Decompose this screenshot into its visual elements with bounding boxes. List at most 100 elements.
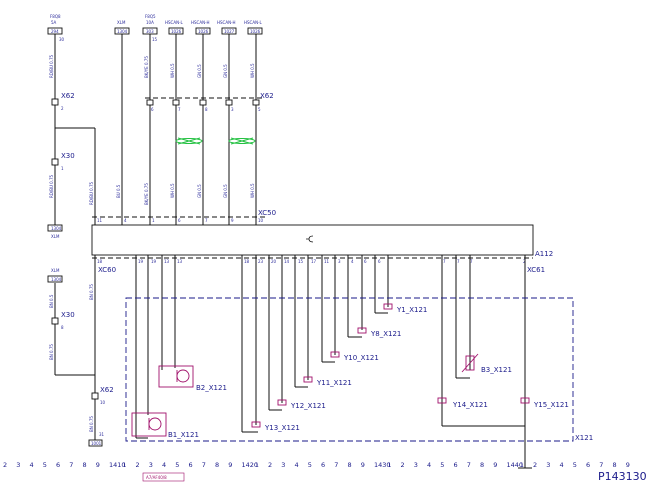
pin-label: 8 [205,107,208,112]
module-label: XLM [51,268,60,273]
ruler-label: 3 [16,461,20,469]
twisted-pair-can-2 [228,138,256,144]
y8-label: Y8_X121 [370,330,401,338]
pin-label: 3 [231,107,234,112]
pin-label: 6 [378,259,381,264]
actuator-y10[interactable]: Y10_X121 [330,351,379,362]
pin-label: 14 [284,259,290,264]
ground-module-label: XLM [51,234,60,239]
pin-label: 20 [271,259,277,264]
pin-label: 5 [258,107,261,112]
connector-box-label: 1027 [224,29,235,34]
drawing-id: P143130 [598,470,647,483]
ruler-label: 8 [348,461,352,469]
wire-code: WH 0.5 [170,183,175,198]
ref-code-frame [142,472,185,482]
left-top-connectors: X62 2 X30 1 1304 XLM [47,92,75,239]
x30-pin [51,317,59,325]
x30-bottom-label: X30 [61,311,75,319]
y14-label: Y14_X121 [452,401,488,409]
twisted-pair-markers [175,137,256,145]
pin-label: 6 [364,259,367,264]
connector-box [247,27,263,35]
connector-box-label: 1304 [51,277,62,282]
ruler-label: 2 [136,461,140,469]
connector-box-label: 1304 [117,29,128,34]
sensor-b2[interactable]: B2_X121 [158,365,227,392]
pin-label: 7 [457,259,460,264]
top-connector-4: HSCAN-L 1026 [165,20,184,35]
sensor-b2-frame [158,365,194,388]
b2-label: B2_X121 [196,384,227,392]
pin-label: 1 [152,218,155,223]
y13-label: Y13_X121 [264,424,300,432]
x62-bottom-label: X62 [100,386,114,394]
ruler-label: 1 [255,461,259,469]
xc61-label: XC61 [527,266,545,274]
actuator-y8[interactable]: Y8_X121 [357,327,401,338]
pin-label: 3 [338,259,341,264]
actuator-y1[interactable]: Y1_X121 [383,303,427,314]
ruler-label: 1410 [109,461,126,469]
ruler-label: 7 [334,461,338,469]
pin-label: 6 [178,218,181,223]
actuator-y15[interactable]: Y15_X121 [520,397,569,409]
pin-block [172,99,180,106]
pin-label: 7 [178,107,181,112]
wire-code: BK/YE 0.75 [144,183,149,205]
ruler-label: 1 [387,461,391,469]
pin-label: 7 [443,259,446,264]
y15-label: Y15_X121 [533,401,569,409]
wire-code: GN 0.5 [223,64,228,78]
ground-symbol-icon [306,235,314,243]
connector-box-label: 1026 [250,29,261,34]
wire-code: BN 0.75 [89,284,94,300]
actuator-y12[interactable]: Y12_X121 [277,399,326,410]
ruler-label: 9 [96,461,100,469]
ruler-label: 4 [295,461,299,469]
actuator-y14[interactable]: Y14_X121 [437,397,488,409]
connector-box-label: 1026 [171,29,182,34]
xc50-label: XC50 [258,209,276,217]
bus-label: HSCAN-H [191,20,210,25]
solenoid-icon [520,397,530,404]
sensor-b1[interactable]: B1_X121 [131,412,199,439]
y12-label: Y12_X121 [290,402,326,410]
module-a112[interactable]: A112 [91,224,553,258]
pin-label: 13 [164,259,170,264]
x62-top-connector: X62 6 7 8 3 5 [145,92,274,112]
actuator-y13[interactable]: Y13_X121 [251,421,300,432]
pin-label: 7 [205,218,208,223]
pin-label: 11 [97,218,103,223]
actuator-y11[interactable]: Y11_X121 [303,376,352,387]
wire-code: WH 0.5 [250,183,255,198]
wire-code: RD/BU 0.75 [89,181,94,205]
ruler-label: 1420 [242,461,259,469]
solenoid-icon [357,327,367,334]
speed-sensor-icon [148,417,162,431]
pin-label: 13 [177,259,183,264]
ruler-label: 7 [599,461,603,469]
ruler-label: 8 [480,461,484,469]
module-label: XLM [117,20,126,25]
pin-label: 18 [97,259,103,264]
pin-label: 1 [61,166,64,171]
b1-label: B1_X121 [168,431,199,439]
connector-box [47,275,63,283]
ruler-label: 1 [122,461,126,469]
top-connector-1: F8Q8 5A 294 30 [47,14,65,42]
bus-label: HSCAN-L [244,20,263,25]
pin-label: 11 [324,259,330,264]
a112-body[interactable] [91,224,534,256]
sensor-b3[interactable]: B3_X121 [461,353,512,374]
x121-enclosure: X121 [125,297,593,442]
top-connectors: F8Q8 5A 294 30 XLM 1304 F8Q5 10A 303 15 … [47,14,263,42]
twisted-pair-can-1 [175,138,203,144]
bus-label: HSCAN-L [165,20,184,25]
pin-label: 19 [151,259,157,264]
wire-code: BU 0.5 [116,184,121,198]
pin-label: 2 [61,106,64,111]
ruler-label: 5 [440,461,444,469]
ground-box [47,224,63,232]
